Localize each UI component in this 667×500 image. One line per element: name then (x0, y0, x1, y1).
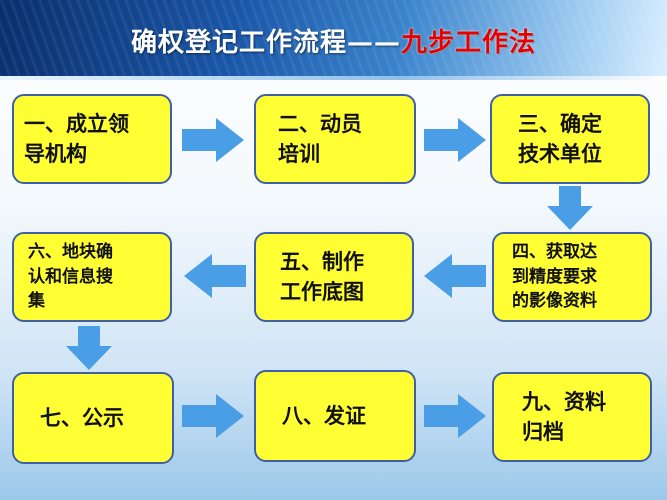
step-label-8: 八、发证 (282, 402, 366, 428)
step-label-9: 九、资料 归档 (522, 388, 606, 444)
step-label-5: 五、制作 工作底图 (280, 248, 364, 304)
arrow-down-icon (547, 186, 593, 230)
step-box-4: 四、获取达 到精度要求 的影像资料 (492, 232, 652, 322)
arrow-right-icon (424, 394, 486, 438)
step-box-8: 八、发证 (254, 370, 416, 462)
step-box-1: 一、成立领 导机构 (12, 94, 172, 184)
title-main-text: 确权登记工作流程—— (130, 28, 401, 58)
arrow-right-icon (424, 118, 486, 162)
arrow-right-icon (182, 394, 244, 438)
step-label-2: 二、动员 培训 (278, 110, 362, 166)
step-label-1: 一、成立领 导机构 (24, 110, 129, 166)
step-label-7: 七、公示 (40, 404, 124, 430)
title-banner (0, 0, 667, 80)
title-banner-underline (0, 76, 667, 80)
step-label-3: 三、确定 技术单位 (518, 110, 602, 166)
arrow-left-icon (184, 254, 246, 298)
step-box-5: 五、制作 工作底图 (254, 232, 414, 322)
step-label-6: 六、地块确 认和信息搜 集 (28, 242, 113, 312)
step-label-4: 四、获取达 到精度要求 的影像资料 (512, 242, 597, 312)
arrow-left-icon (424, 254, 486, 298)
step-box-9: 九、资料 归档 (492, 372, 652, 462)
step-box-2: 二、动员 培训 (254, 94, 416, 184)
arrow-right-icon (182, 118, 244, 162)
slide-title: 确权登记工作流程——九步工作法 (0, 22, 667, 59)
title-highlight-text: 九步工作法 (401, 28, 537, 58)
arrow-down-icon (66, 326, 112, 370)
step-box-6: 六、地块确 认和信息搜 集 (12, 232, 172, 322)
step-box-7: 七、公示 (12, 372, 174, 464)
step-box-3: 三、确定 技术单位 (490, 94, 650, 184)
